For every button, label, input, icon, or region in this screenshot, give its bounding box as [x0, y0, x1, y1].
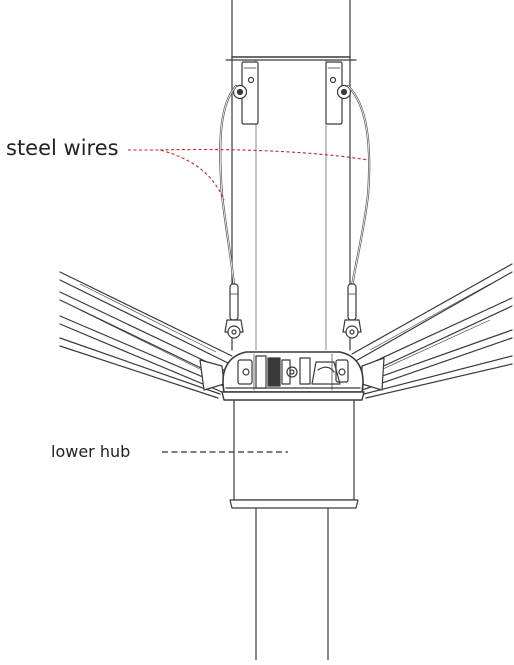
right-steel-wire [346, 84, 371, 288]
right-ribs [351, 263, 513, 399]
hub-block [222, 351, 364, 393]
steel-wires-leaders [128, 148, 369, 201]
steel-wires-label: steel wires [6, 136, 119, 160]
right-tensioner [342, 283, 362, 339]
upper-pole [225, 0, 357, 351]
left-ribs [59, 271, 233, 399]
right-steel-wire-inner [347, 85, 370, 287]
left-wire-bracket [232, 61, 259, 125]
lower-pole [255, 507, 329, 661]
left-tensioner [224, 283, 244, 339]
lower-hub [221, 391, 365, 509]
right-wire-bracket [325, 61, 352, 125]
lower-hub-label: lower hub [51, 442, 131, 461]
left-steel-wire [219, 84, 238, 288]
